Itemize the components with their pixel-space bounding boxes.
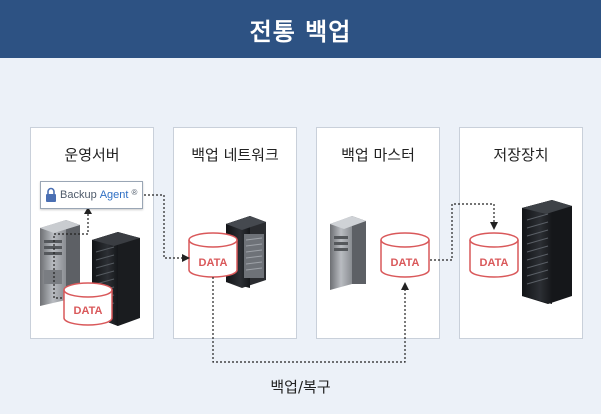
backup-restore-arrow-icon — [401, 282, 409, 290]
data-cylinder-production — [63, 282, 113, 326]
master-server-icon — [330, 216, 366, 290]
grey-server-icon — [40, 220, 80, 306]
page-title: 전통 백업 — [0, 0, 601, 58]
storage-rack-icon — [522, 200, 572, 304]
data-label-network: DATA — [199, 257, 228, 269]
data-label-master: DATA — [391, 257, 420, 269]
data-cylinder-network — [188, 232, 238, 278]
panel-label-backup-master: 백업 마스터 — [341, 145, 415, 164]
agent-to-network-connector — [144, 194, 186, 259]
agent-to-data-connector — [53, 210, 89, 299]
data-cylinder-master — [380, 232, 430, 278]
backup-restore-label: 백업/복구 — [270, 378, 331, 396]
data-cylinder-storage — [469, 232, 519, 278]
panel-label-backup-network: 백업 네트워크 — [191, 145, 279, 164]
backup-restore-connector — [212, 277, 406, 363]
storage-connector-arrow-icon — [490, 222, 498, 230]
panel-label-storage: 저장장치 — [493, 145, 549, 164]
network-connector-arrow-icon — [182, 254, 190, 262]
backup-agent-suffix: Agent — [99, 189, 129, 201]
lock-icon — [46, 187, 56, 202]
agent-connector-arrow-icon — [84, 207, 92, 214]
data-label-storage: DATA — [480, 257, 509, 269]
data-label-production: DATA — [74, 305, 103, 317]
backup-agent-prefix: Backup — [60, 189, 97, 201]
panel-label-production-server: 운영서버 — [64, 145, 120, 164]
master-to-storage-connector — [430, 203, 495, 261]
backup-agent-mark: ® — [131, 188, 138, 197]
